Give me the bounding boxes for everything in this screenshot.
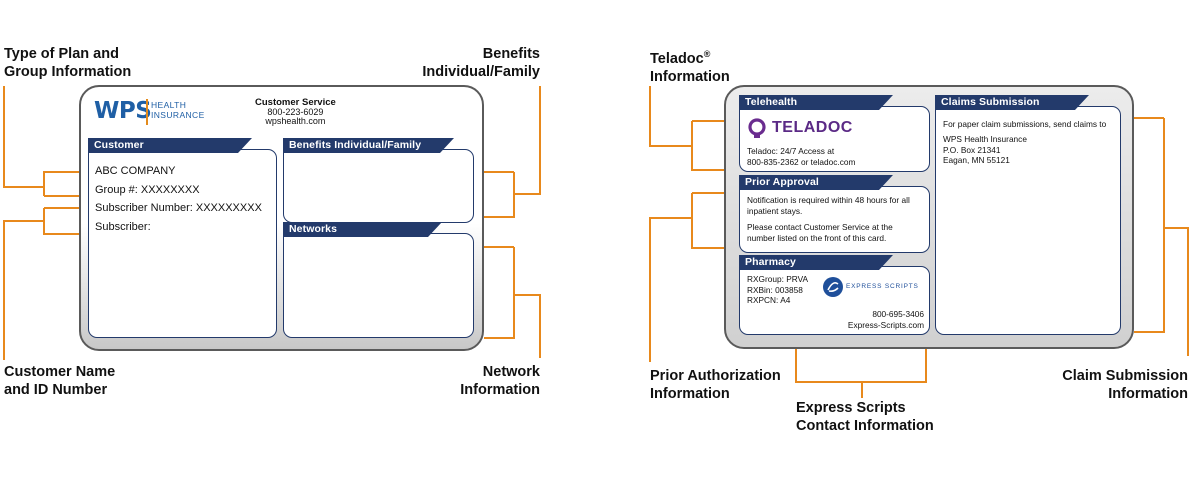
teladoc-text: Teladoc: 24/7 Access at 800-835-2362 or … bbox=[747, 146, 855, 167]
telehealth-panel: Telehealth bbox=[739, 95, 930, 172]
customer-service-web: wpshealth.com bbox=[265, 116, 326, 126]
customer-company: ABC COMPANY bbox=[95, 165, 176, 177]
callout-line: Prior Authorization bbox=[650, 368, 781, 384]
wps-logo: WPS bbox=[94, 98, 152, 124]
prior-approval-panel: Prior Approval bbox=[739, 175, 930, 253]
customer-service-phone: 800-223-6029 bbox=[267, 106, 324, 117]
callout-line: Express Scripts bbox=[796, 400, 906, 416]
teladoc-logo-icon bbox=[748, 118, 766, 138]
express-scripts-contact: 800-695-3406 Express-Scripts.com bbox=[848, 309, 924, 330]
callout-network: Network Information bbox=[460, 363, 540, 399]
callout-express-scripts: Express Scripts Contact Information bbox=[796, 399, 934, 435]
prior-approval-tab: Prior Approval bbox=[739, 175, 893, 190]
teladoc-line: 800-835-2362 or teladoc.com bbox=[747, 156, 856, 167]
claims-tab: Claims Submission bbox=[935, 95, 1089, 110]
rx-bin: RXBin: 003858 bbox=[747, 284, 803, 295]
callout-line: Information bbox=[650, 68, 730, 85]
logo-sub-line: HEALTH bbox=[151, 100, 187, 110]
benefits-tab: Benefits Individual/Family bbox=[283, 138, 454, 153]
address-line: Eagan, MN 55121 bbox=[943, 155, 1010, 165]
callout-line: Group Information bbox=[4, 64, 132, 80]
logo-divider bbox=[146, 99, 148, 125]
callout-type-of-plan: Type of Plan and Group Information bbox=[4, 45, 131, 81]
callout-line: Information bbox=[1108, 386, 1188, 402]
claims-panel: Claims Submission bbox=[935, 95, 1121, 335]
callout-line: and ID Number bbox=[4, 382, 108, 398]
callout-claim-submission: Claim Submission Information bbox=[1062, 367, 1188, 403]
address-line: P.O. Box 21341 bbox=[943, 144, 1001, 155]
callout-prior-authorization: Prior Authorization Information bbox=[650, 367, 781, 403]
express-scripts-logo: EXPRESS SCRIPTS bbox=[846, 283, 919, 290]
logo-sub-line: INSURANCE bbox=[151, 110, 205, 120]
customer-box bbox=[88, 149, 277, 338]
telehealth-tab: Telehealth bbox=[739, 95, 893, 110]
claims-address: WPS Health Insurance P.O. Box 21341 Eaga… bbox=[943, 134, 1027, 166]
prior-line: Notification is required within 48 hours… bbox=[747, 195, 910, 205]
pharmacy-tab: Pharmacy bbox=[739, 255, 893, 270]
callout-line: Claim Submission bbox=[1062, 368, 1188, 384]
prior-line: Please contact Customer Service at the bbox=[747, 222, 893, 232]
prior-approval-text: Notification is required within 48 hours… bbox=[747, 195, 910, 243]
customer-subscriber-number: Subscriber Number: XXXXXXXXX bbox=[95, 202, 262, 214]
claims-intro: For paper claim submissions, send claims… bbox=[943, 119, 1107, 129]
callout-teladoc: Teladoc® Information bbox=[650, 45, 730, 86]
customer-service-title: Customer Service bbox=[255, 97, 336, 108]
callout-line: Type of Plan and bbox=[4, 46, 119, 62]
callout-customer-name: Customer Name and ID Number bbox=[4, 363, 115, 399]
callout-line: Network bbox=[482, 364, 540, 380]
pharmacy-panel: Pharmacy bbox=[739, 255, 930, 335]
wps-logo-subtitle: HEALTH INSURANCE bbox=[151, 100, 205, 120]
teladoc-logo: TELADOC bbox=[772, 119, 853, 136]
networks-box bbox=[283, 233, 474, 338]
customer-group-number: Group #: XXXXXXXX bbox=[95, 183, 200, 196]
callout-line: Information bbox=[650, 386, 730, 402]
express-scripts-logo-icon bbox=[823, 277, 843, 297]
customer-details: ABC COMPANY Group #: XXXXXXXX Subscriber… bbox=[95, 162, 262, 236]
express-scripts-phone: 800-695-3406 bbox=[872, 309, 924, 319]
benefits-panel: Benefits Individual/Family bbox=[283, 138, 474, 223]
callout-line: Benefits bbox=[482, 46, 540, 62]
pharmacy-details: RXGroup: PRVA RXBin: 003858 RXPCN: A4 bbox=[747, 274, 808, 306]
address-line: WPS Health Insurance bbox=[943, 134, 1027, 144]
claims-box bbox=[935, 106, 1121, 335]
callout-line: Contact Information bbox=[796, 418, 934, 434]
networks-panel: Networks bbox=[283, 222, 474, 338]
registered-mark: ® bbox=[703, 49, 711, 59]
callout-line: Individual/Family bbox=[422, 64, 540, 80]
callout-line: Teladoc bbox=[650, 50, 704, 67]
prior-line: number listed on the front of this card. bbox=[747, 232, 887, 243]
customer-service-info: Customer Service 800-223-6029 wpshealth.… bbox=[255, 98, 336, 127]
callout-line: Customer Name bbox=[4, 364, 116, 380]
teladoc-line: Teladoc: 24/7 Access at bbox=[747, 146, 835, 156]
benefits-box bbox=[283, 149, 474, 223]
customer-tab: Customer bbox=[88, 138, 252, 153]
customer-subscriber: Subscriber: bbox=[95, 220, 151, 233]
callout-line: Information bbox=[460, 382, 540, 398]
callout-benefits: Benefits Individual/Family bbox=[422, 45, 540, 81]
rx-group: RXGroup: PRVA bbox=[747, 274, 809, 284]
customer-panel: Customer bbox=[88, 138, 277, 338]
networks-tab: Networks bbox=[283, 222, 442, 237]
rx-pcn: RXPCN: A4 bbox=[747, 295, 791, 305]
prior-line: inpatient stays. bbox=[747, 205, 803, 216]
express-scripts-web: Express-Scripts.com bbox=[847, 319, 924, 330]
prior-approval-box bbox=[739, 186, 930, 253]
